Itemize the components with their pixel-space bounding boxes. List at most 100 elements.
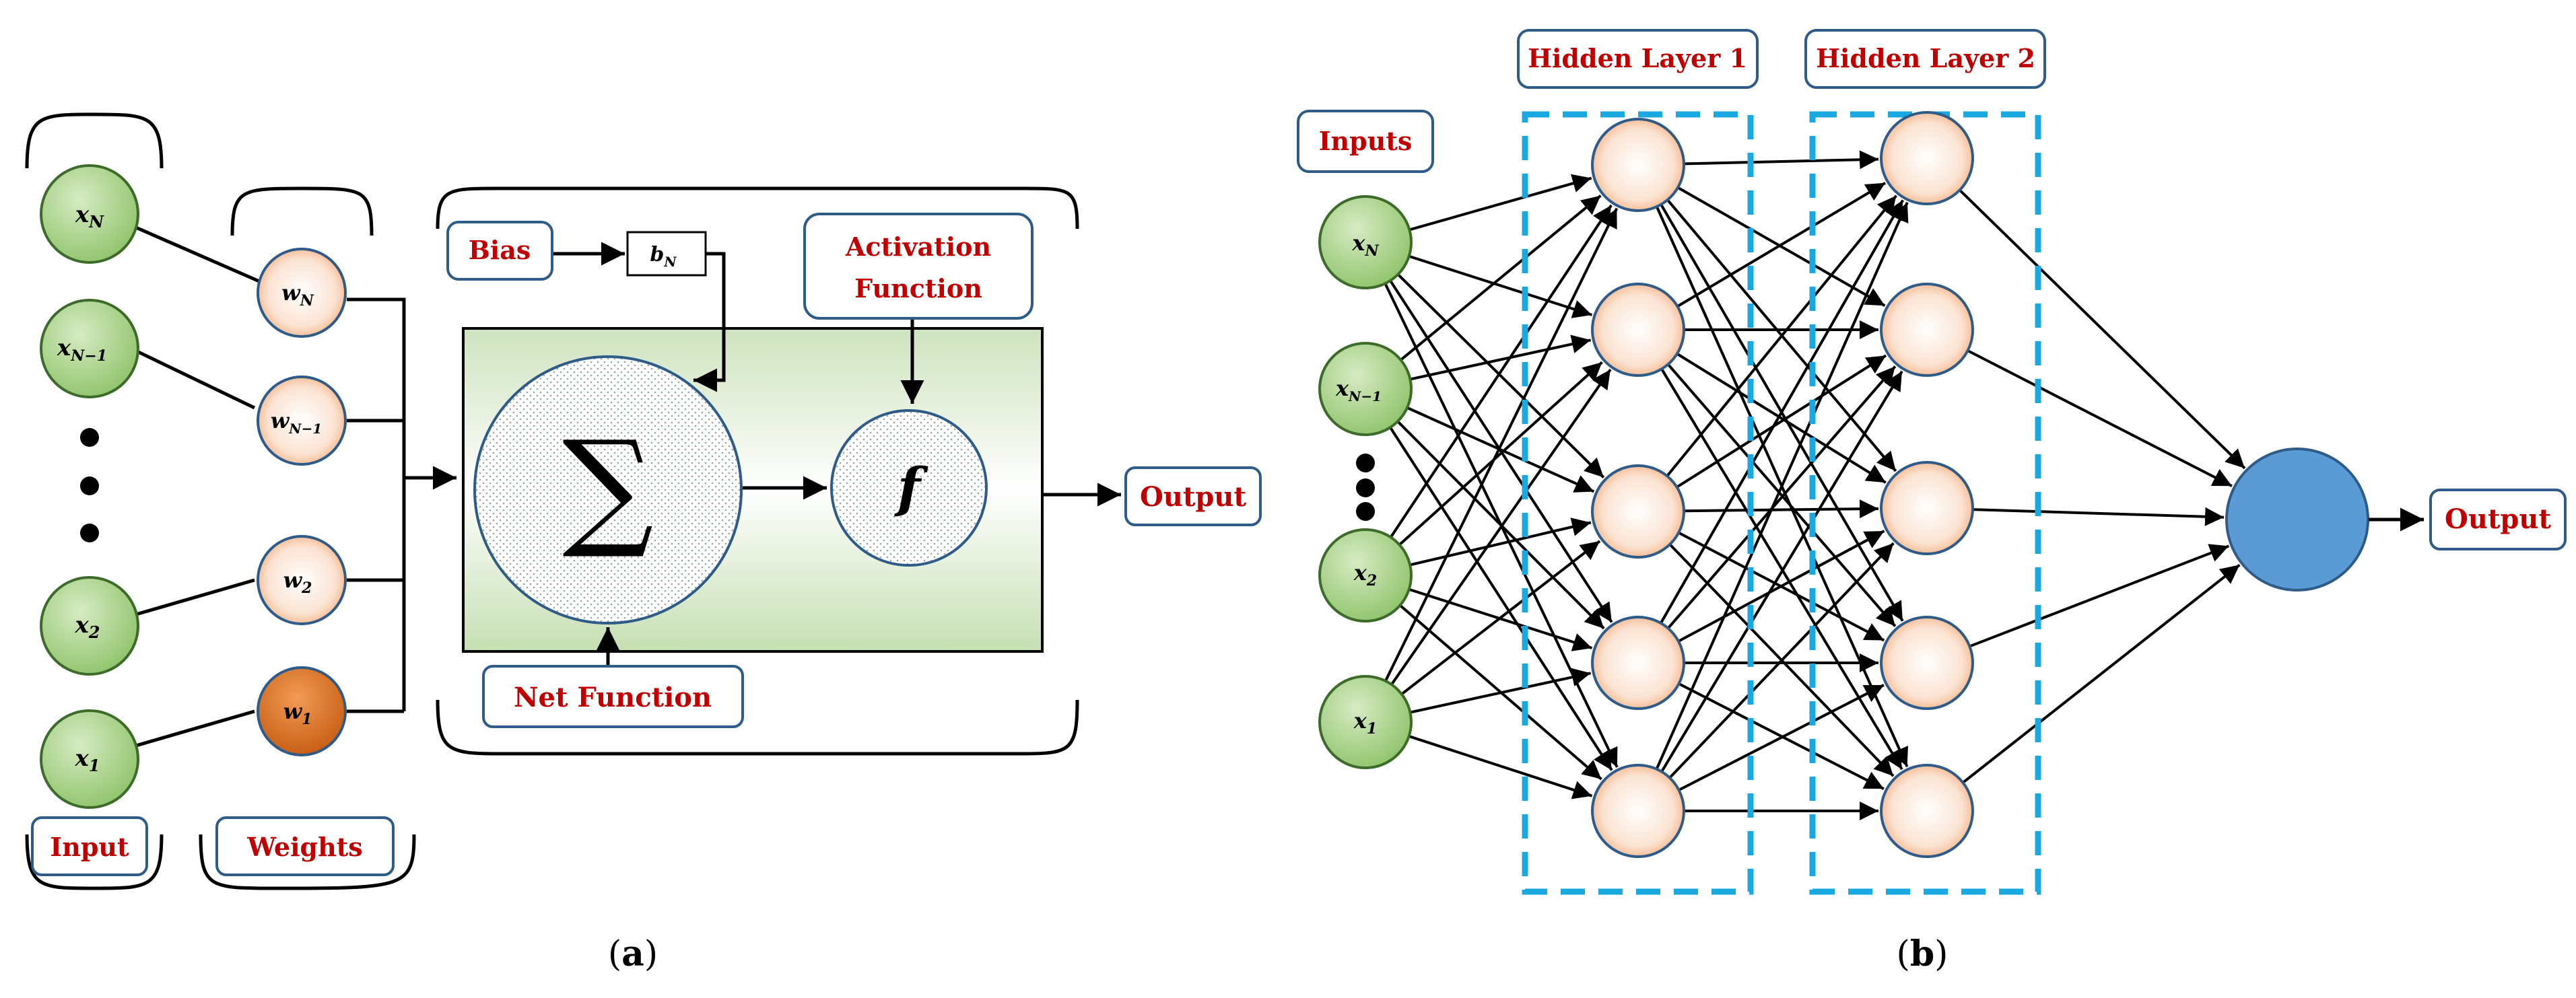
arrow-bn-to-sum [693, 252, 726, 392]
svg-text:Hidden Layer 1: Hidden Layer 1 [1528, 43, 1747, 73]
svg-text:Weights: Weights [246, 832, 362, 862]
edge-h1-h2 [1666, 194, 1897, 477]
ellipsis-dot [1356, 454, 1375, 472]
output-label-b: Output [2429, 489, 2567, 550]
edge-h1-h2 [1678, 684, 1885, 791]
output-node [2225, 448, 2369, 592]
weights-brace-top [230, 186, 374, 236]
nn-connections [1384, 150, 2246, 820]
neuron-brace-bottom [436, 699, 1079, 756]
summation-node: ∑ [473, 355, 743, 625]
edge-h1-h2 [1655, 202, 1909, 770]
input-node [1318, 195, 1413, 289]
sum-symbol: ∑ [562, 413, 654, 562]
wire-x1-w1 [131, 709, 255, 749]
svg-text:Output: Output [2445, 503, 2551, 535]
input-node-xN: xN [40, 164, 139, 264]
edge-input-h1 [1384, 207, 1619, 682]
nn-nodes [1318, 111, 2369, 858]
wire-xN-wN [130, 223, 261, 283]
wire-xN1-wN1 [130, 347, 256, 410]
hidden-layer-1-node [1591, 464, 1685, 559]
edge-h2-output [1972, 507, 2225, 526]
edge-input-h1 [1396, 273, 1605, 478]
hidden-layer-1-node [1591, 616, 1685, 710]
edge-input-h1 [1389, 204, 1613, 538]
weights-label: Weights [215, 816, 395, 876]
hidden-layer-1-node [1591, 118, 1685, 212]
panel-a: xN xN−1 x2 x1 wN wN−1 w2 w [25, 112, 1262, 974]
activation-node: f [830, 409, 988, 567]
edge-h1-h2 [1683, 150, 1879, 170]
hidden-layer-2-node [1880, 764, 1974, 858]
bias-node: bN [626, 231, 707, 277]
weight-node-w2: w2 [257, 535, 347, 625]
edge-input-h1 [1400, 540, 1601, 696]
edge-h2-output [1962, 563, 2241, 784]
edge-input-h1 [1400, 194, 1602, 361]
edge-input-h1 [1390, 368, 1612, 686]
neuron-brace-top [436, 186, 1079, 229]
svg-text:Inputs: Inputs [1319, 126, 1413, 156]
edge-h1-h2 [1668, 542, 1895, 779]
hidden-layer-2-box [1809, 111, 2041, 895]
edge-h1-h2 [1667, 365, 1897, 629]
inputs-label: Inputs [1297, 110, 1434, 173]
input-brace-top [25, 112, 164, 169]
hidden-layer-1-label: Hidden Layer 1 [1517, 29, 1759, 89]
ellipsis-dot [80, 428, 99, 447]
ellipsis-dot [80, 524, 99, 542]
caption-a: (a) [608, 933, 658, 974]
caption-b: (b) [1897, 933, 1948, 974]
input-node [1318, 528, 1413, 622]
edge-input-h1 [1410, 334, 1592, 381]
edge-h1-h2 [1676, 182, 1887, 308]
edge-h1-h2 [1660, 199, 1904, 624]
edge-input-h1 [1389, 427, 1613, 771]
edge-h1-h2 [1677, 530, 1885, 643]
hidden-layer-2-node [1880, 111, 1974, 205]
weights-brace-bottom [199, 834, 416, 890]
input-node-xN1: xN−1 [40, 299, 139, 398]
edge-h2-output [1967, 349, 2233, 488]
output-label-a: Output [1124, 466, 1262, 526]
edge-input-h1 [1398, 361, 1603, 546]
activation-function-label: Activation Function [803, 213, 1033, 320]
edge-input-h1 [1410, 668, 1592, 714]
hidden-layer-2-node [1880, 283, 1974, 377]
edge-input-h1 [1409, 254, 1593, 318]
svg-text:Bias: Bias [469, 235, 531, 265]
svg-text:Function: Function [854, 273, 982, 304]
hidden-layer-1-node [1591, 283, 1685, 377]
input-node-x1: x1 [40, 709, 139, 809]
svg-text:xN: xN [75, 201, 104, 231]
ellipsis-dot [1356, 502, 1375, 521]
edge-h1-h2 [1683, 499, 1879, 519]
edge-h2-output [1959, 189, 2246, 470]
svg-text:xN−1: xN−1 [57, 334, 107, 365]
edge-h1-h2 [1676, 353, 1887, 484]
edge-h1-h2 [1660, 370, 1903, 773]
ellipsis-dot [80, 476, 99, 495]
hidden-layer-2-node [1880, 461, 1974, 555]
input-node-x2: x2 [40, 576, 139, 676]
input-node [1318, 675, 1413, 769]
svg-text:Output: Output [1140, 481, 1246, 513]
svg-text:Hidden Layer 2: Hidden Layer 2 [1816, 43, 2035, 73]
edge-input-h1 [1409, 174, 1592, 231]
svg-text:Input: Input [50, 832, 129, 862]
edge-input-h1 [1409, 735, 1593, 799]
edge-h1-h2 [1676, 354, 1887, 489]
edge-input-h1 [1409, 518, 1592, 567]
input-node-label-x2: x2 [1353, 560, 1377, 590]
edge-input-h1 [1406, 406, 1595, 493]
input-brace-bottom [25, 834, 164, 890]
net-function-label: Net Function [482, 665, 744, 728]
svg-text:Activation: Activation [845, 231, 991, 262]
node-label: x [75, 201, 90, 228]
ellipsis-dot [1356, 478, 1375, 497]
input-node [1318, 342, 1413, 436]
hidden-layer-2-label: Hidden Layer 2 [1804, 29, 2046, 89]
edge-h1-h2 [1677, 186, 1886, 308]
